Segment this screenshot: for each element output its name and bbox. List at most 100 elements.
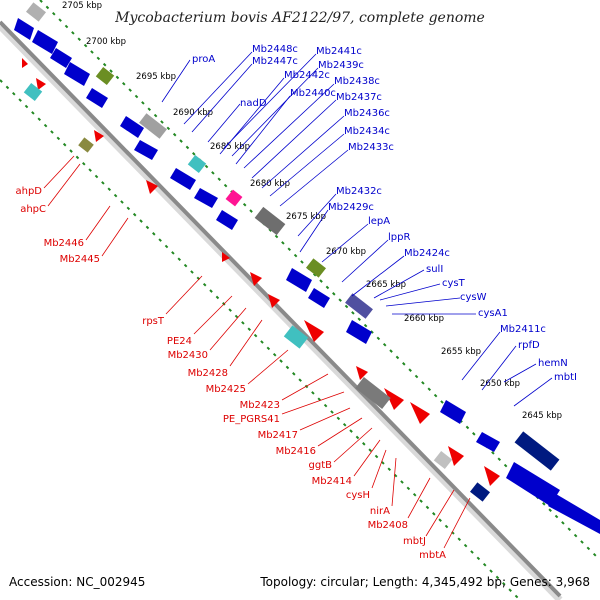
leader-line <box>223 53 317 149</box>
leader-line <box>373 269 425 299</box>
gene-label: cysW <box>460 292 487 303</box>
leader-line <box>353 439 381 477</box>
gene-arrow <box>94 130 104 142</box>
ruler-label: 2685 kbp <box>210 142 250 152</box>
leader-line <box>317 417 363 447</box>
gene-block <box>283 325 309 349</box>
gene-arrow <box>120 116 144 138</box>
gene-block <box>187 154 207 174</box>
gene-label: ahpD <box>15 186 42 197</box>
gene-label: ggtB <box>309 460 333 471</box>
leader-line <box>299 407 351 431</box>
gene-label: PE24 <box>167 336 192 347</box>
gene-block <box>345 293 373 319</box>
accession-text: Accession: NC_002945 <box>9 575 145 589</box>
gene-label: cysH <box>346 490 370 501</box>
leader-line <box>281 391 345 415</box>
gene-label: proA <box>192 54 215 65</box>
gene-block <box>95 66 115 86</box>
gene-label: Mb2440c <box>290 88 336 99</box>
gene-arrow <box>14 18 34 40</box>
gene-arrow <box>216 210 238 230</box>
gene-block <box>470 482 490 502</box>
gene-label: Mb2445 <box>60 254 100 265</box>
gene-label: Mb2425 <box>206 384 246 395</box>
gene-block <box>254 206 286 236</box>
gene-label: Mb2436c <box>344 108 390 119</box>
leader-line <box>47 163 81 207</box>
gene-arrow <box>548 494 600 534</box>
gene-arrow <box>86 88 108 108</box>
map-title: Mycobacterium bovis AF2122/97, complete … <box>114 10 485 26</box>
leader-line <box>461 331 501 381</box>
gene-label: ahpC <box>20 204 46 215</box>
leader-line <box>243 83 335 169</box>
gene-label: mbtI <box>554 372 577 383</box>
gene-label: Mb2446 <box>44 238 84 249</box>
leader-line <box>209 307 247 351</box>
forward-gene-extras <box>26 2 560 471</box>
gene-label: Mb2430 <box>168 350 208 361</box>
gene-label: Mb2438c <box>334 76 380 87</box>
leader-line <box>261 115 345 189</box>
leader-line <box>391 457 397 507</box>
gene-label: Mb2442c <box>284 70 330 81</box>
gene-arrow <box>448 446 464 466</box>
leader-line <box>247 349 289 385</box>
gene-arrow <box>506 462 560 506</box>
gene-block <box>306 258 326 278</box>
leader-line <box>101 217 129 257</box>
gene-arrow <box>64 62 90 86</box>
gene-label: mbtJ <box>403 536 426 547</box>
leader-line <box>481 345 517 391</box>
gene-arrow <box>304 320 324 342</box>
reverse-genes <box>22 58 500 486</box>
leader-line <box>443 497 471 549</box>
gene-block <box>78 137 94 153</box>
gene-arrow <box>384 388 404 410</box>
gene-arrow <box>222 252 230 262</box>
gene-block <box>514 431 560 471</box>
gene-arrow <box>50 48 72 68</box>
gene-arrow <box>286 268 312 292</box>
leader-line <box>251 99 337 179</box>
backbone-shadow <box>0 23 563 600</box>
gene-block <box>26 2 46 22</box>
gene-label: Mb2424c <box>404 248 450 259</box>
leader-line <box>235 95 291 165</box>
leader-line <box>425 489 455 537</box>
ruler-label: 2650 kbp <box>480 379 520 389</box>
gene-label: Mb2434c <box>344 126 390 137</box>
gene-label: Mb2447c <box>252 56 298 67</box>
gene-block <box>225 189 243 207</box>
gene-arrow <box>134 140 158 160</box>
leader-line <box>351 255 405 297</box>
gene-arrow <box>268 294 280 308</box>
gene-label: Mb2433c <box>348 142 394 153</box>
gene-label: nadD <box>240 98 267 109</box>
gene-label: Mb2411c <box>500 324 546 335</box>
leader-line <box>165 275 203 315</box>
leader-line <box>379 283 441 301</box>
ruler-label: 2700 kbp <box>86 37 126 47</box>
leader-line <box>207 103 241 143</box>
gene-label: cysT <box>442 278 466 289</box>
forward-genes <box>14 18 600 534</box>
leader-line <box>279 149 349 207</box>
leader-line <box>299 209 329 253</box>
gene-label: PE_PGRS41 <box>223 414 280 425</box>
gene-label: Mb2408 <box>368 520 408 531</box>
gene-label: rpfD <box>518 340 540 351</box>
gene-arrow <box>440 400 466 424</box>
forward-labels: proA Mb2448c Mb2447c Mb2441c Mb2439c Mb2… <box>161 44 577 407</box>
leader-line <box>321 223 369 263</box>
gene-block <box>355 377 391 409</box>
ruler-label: 2690 kbp <box>173 108 213 118</box>
ruler-labels: 2705 kbp 2700 kbp 2695 kbp 2690 kbp 2685… <box>62 1 562 421</box>
leader-line <box>183 51 253 125</box>
gene-label: Mb2448c <box>252 44 298 55</box>
leader-line <box>333 427 373 463</box>
reverse-track-ruler <box>0 79 521 600</box>
forward-track-ruler <box>39 0 600 561</box>
